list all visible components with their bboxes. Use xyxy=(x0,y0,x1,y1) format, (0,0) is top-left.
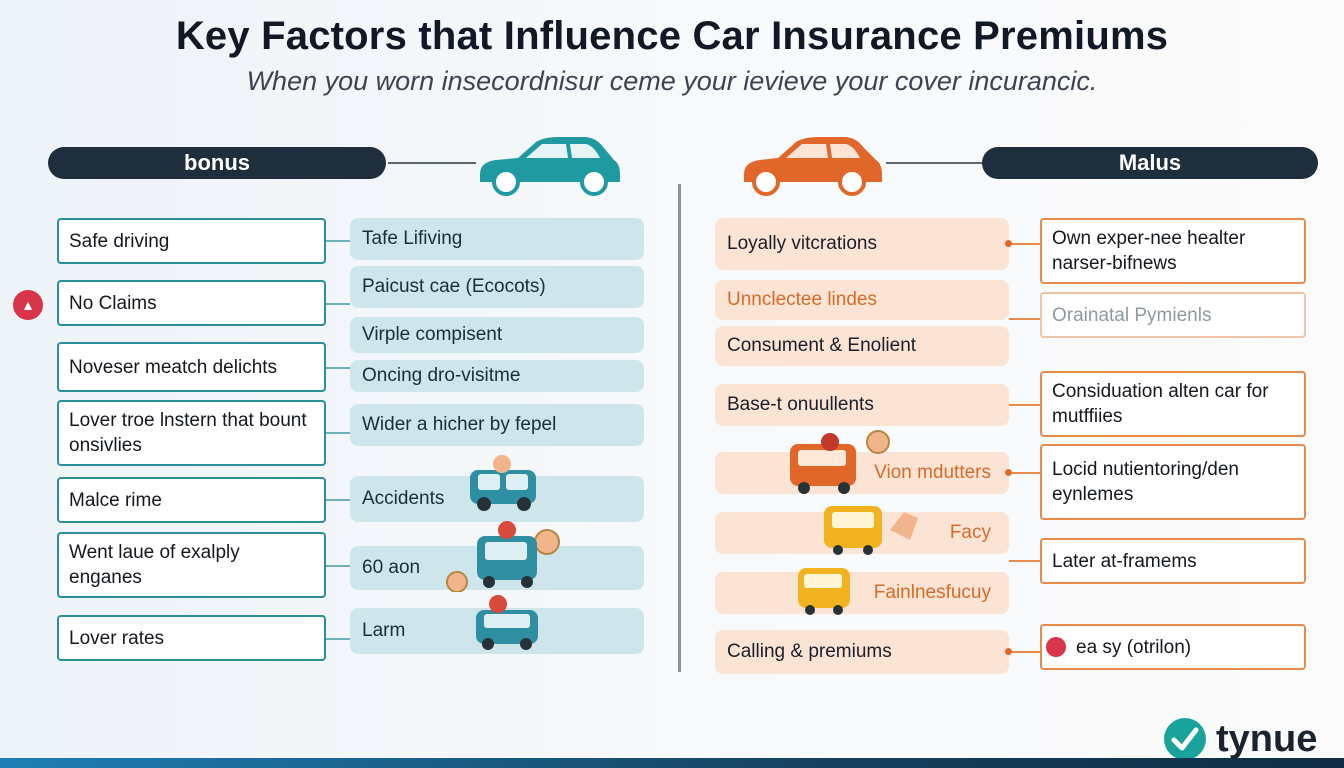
malus-detail-box: Fainlnesfucuy xyxy=(715,572,1009,614)
malus-detail-box: Consument & Enolient xyxy=(715,326,1009,366)
connector-dot xyxy=(1005,469,1012,476)
malus-detail-box: Vion mdutters xyxy=(715,452,1009,494)
brand-logo: tynue xyxy=(1162,716,1317,762)
driver-car-illustration xyxy=(443,520,563,597)
bonus-factor-box: Went laue of exalply enganes xyxy=(57,532,326,598)
malus-detail-box: Base-t onuullents xyxy=(715,384,1009,426)
bonus-detail-box: Tafe Lifiving xyxy=(350,218,644,260)
page-subtitle: When you worn insecordnisur ceme your ie… xyxy=(246,66,1098,96)
connector-line xyxy=(1009,560,1040,562)
bonus-header: bonus xyxy=(48,147,386,179)
connector-line xyxy=(326,303,350,305)
connector-line xyxy=(1009,404,1040,406)
malus-factor-box: Locid nutientoring/den eynlemes xyxy=(1040,444,1306,520)
bonus-detail-box: Virple compisent xyxy=(350,317,644,353)
crash-car-illustration xyxy=(820,500,930,561)
malus-factor-box: Own exper-nee healter narser-bifnews xyxy=(1040,218,1306,284)
connector-line xyxy=(1009,243,1040,245)
connector-line xyxy=(1009,318,1040,320)
connector-dot xyxy=(1005,240,1012,247)
orange-car-icon xyxy=(738,134,884,201)
connector-line xyxy=(326,638,350,640)
bonus-factor-box: Lover rates xyxy=(57,615,326,661)
malus-detail-box: Unnclectee lindes xyxy=(715,280,1009,320)
malus-factor-box: Orainatal Pymienls xyxy=(1040,292,1306,338)
bonus-factor-box: Malce rime xyxy=(57,477,326,523)
connector-line xyxy=(326,240,350,242)
crash-car-illustration xyxy=(786,430,896,501)
bonus-header-line xyxy=(388,162,476,164)
malus-detail-box: Calling & premiums xyxy=(715,630,1009,674)
page-title: Key Factors that Influence Car Insurance… xyxy=(175,14,1169,58)
bonus-detail-box: Paicust cae (Ecocots) xyxy=(350,266,644,308)
malus-factor-box: ea sy (otrilon) xyxy=(1040,624,1306,670)
malus-factor-box: Considuation alten car for mutffiies xyxy=(1040,371,1306,437)
footer-band xyxy=(0,758,1344,768)
malus-detail-box: Loyally vitcrations xyxy=(715,218,1009,270)
column-divider xyxy=(678,184,681,672)
malus-factor-box: Later at-framems xyxy=(1040,538,1306,584)
malus-header: Malus xyxy=(982,147,1318,179)
connector-line xyxy=(326,432,350,434)
connector-line xyxy=(1009,472,1040,474)
bonus-detail-box: Oncing dro-visitme xyxy=(350,360,644,392)
bonus-factor-box: Safe driving xyxy=(57,218,326,264)
warning-badge-icon xyxy=(1046,637,1066,657)
driver-car-illustration xyxy=(472,590,542,659)
connector-dot xyxy=(1005,648,1012,655)
crash-car-illustration xyxy=(794,562,854,621)
connector-line xyxy=(326,367,350,369)
driver-car-illustration xyxy=(466,452,542,519)
logo-text: tynue xyxy=(1216,717,1318,760)
bonus-factor-box: Noveser meatch delichts xyxy=(57,342,326,392)
teal-car-icon xyxy=(474,134,622,201)
connector-line xyxy=(1009,651,1040,653)
connector-line xyxy=(326,565,350,567)
bonus-factor-box: Lover troe lnstern that bount onsivlies xyxy=(57,400,326,466)
logo-check-icon xyxy=(1164,718,1206,760)
malus-header-line xyxy=(886,162,982,164)
bonus-detail-box: Wider a hicher by fepel xyxy=(350,404,644,446)
bonus-factor-box: No Claims xyxy=(57,280,326,326)
bonus-detail-box: Larm xyxy=(350,608,644,654)
alert-icon: ▲ xyxy=(13,290,43,320)
connector-line xyxy=(326,499,350,501)
